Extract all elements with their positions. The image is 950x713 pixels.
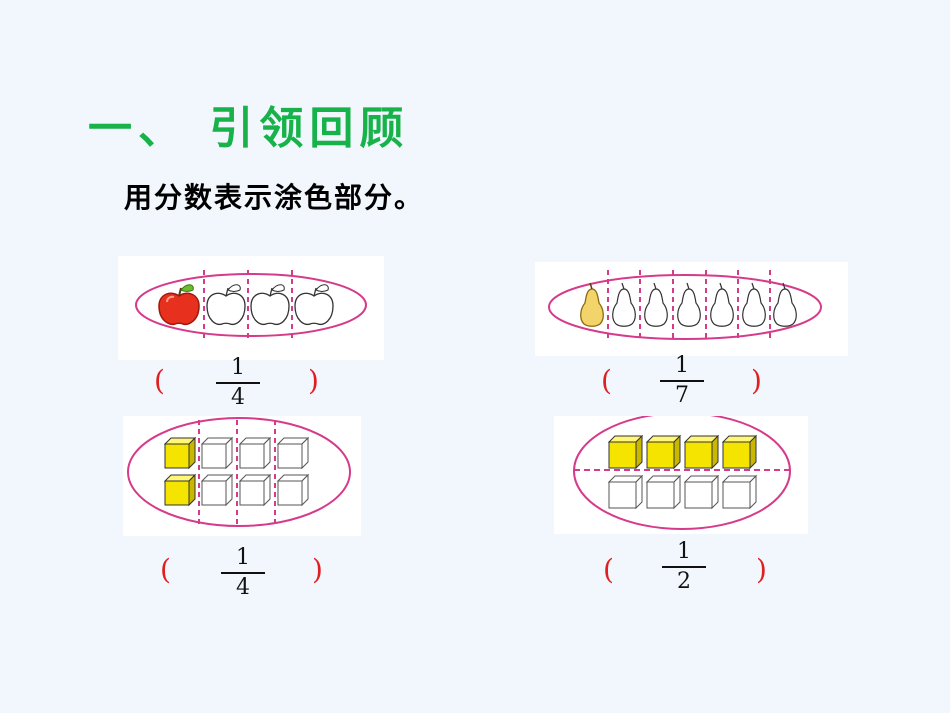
cube-icon	[239, 437, 271, 469]
cube-icon	[201, 437, 233, 469]
cube-icon	[608, 475, 643, 509]
numerator: 1	[675, 353, 689, 378]
cube-icon	[164, 437, 196, 469]
apple-icon	[158, 284, 200, 326]
numerator: 1	[231, 355, 245, 380]
cube-icon	[646, 475, 681, 509]
numerator: 1	[677, 539, 691, 564]
cube-icon	[722, 435, 757, 469]
apple-figure	[118, 256, 384, 360]
answer-open-paren: (	[603, 553, 614, 586]
cube-icon	[684, 475, 719, 509]
cube-icon	[608, 435, 643, 469]
answer-close-paren: )	[308, 364, 319, 397]
pear-icon	[612, 282, 636, 327]
cube-icon	[646, 435, 681, 469]
fraction-bar	[660, 380, 704, 382]
apple-icon	[250, 284, 290, 326]
fraction-bar	[662, 566, 706, 568]
instruction-text: 用分数表示涂色部分。	[124, 181, 425, 214]
denominator: 7	[675, 383, 689, 408]
apple-icon	[294, 284, 334, 326]
answer-fraction: 1 4	[221, 546, 265, 600]
answer-open-paren: (	[154, 364, 165, 397]
cube-icon	[684, 435, 719, 469]
fraction-bar	[221, 572, 265, 574]
answer-fraction: 1 2	[662, 540, 706, 594]
denominator: 4	[236, 575, 250, 600]
answer-fraction: 1 4	[216, 356, 260, 410]
answer-close-paren: )	[756, 553, 767, 586]
grouping-ellipse	[548, 274, 822, 340]
pear-icon	[773, 282, 797, 327]
pear-icon	[677, 282, 701, 327]
denominator: 4	[231, 385, 245, 410]
answer-close-paren: )	[751, 364, 762, 397]
cube-figure-rows	[554, 416, 808, 534]
fraction-bar	[216, 382, 260, 384]
answer-close-paren: )	[312, 553, 323, 586]
cube-icon	[164, 474, 196, 506]
answer-fraction: 1 7	[660, 354, 704, 408]
cube-icon	[201, 474, 233, 506]
pear-figure	[535, 262, 848, 356]
cube-figure-columns	[123, 416, 361, 536]
grouping-ellipse	[135, 273, 367, 337]
answer-open-paren: (	[160, 553, 171, 586]
section-title: 一、 引领回顾	[88, 103, 410, 154]
answer-open-paren: (	[601, 364, 612, 397]
cube-icon	[239, 474, 271, 506]
grouping-ellipse	[573, 416, 791, 530]
cube-icon	[722, 475, 757, 509]
pear-icon	[742, 282, 766, 327]
pear-icon	[644, 282, 668, 327]
cube-icon	[277, 437, 309, 469]
apple-icon	[206, 284, 246, 326]
pear-icon	[710, 282, 734, 327]
cube-icon	[277, 474, 309, 506]
grouping-ellipse	[127, 417, 351, 527]
numerator: 1	[236, 545, 250, 570]
pear-icon	[580, 282, 604, 327]
denominator: 2	[677, 569, 691, 594]
